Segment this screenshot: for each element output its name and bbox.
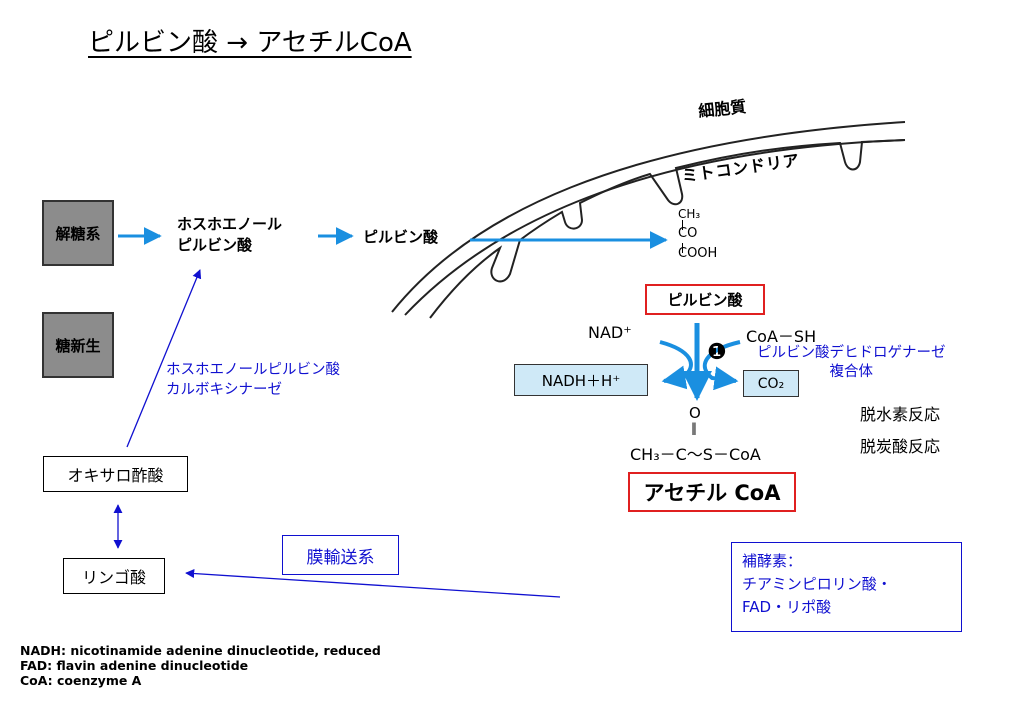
arrow-nad-to-nadh <box>659 340 693 390</box>
cofactor-line1: チアミンピロリン酸・ <box>742 575 892 593</box>
arrow-oxaloacetate-to-pep <box>126 269 202 448</box>
co2-box: CO₂ <box>743 370 799 397</box>
mitochondria-outer-membrane <box>404 139 906 316</box>
nad-label: NAD⁺ <box>588 323 632 342</box>
product-double-bond: ‖ <box>691 421 697 435</box>
definition-fad: FAD: flavin adenine dinucleotide <box>20 658 249 673</box>
decarboxylation-label: 脱炭酸反応 <box>860 437 941 456</box>
coash-label: CoA－SH <box>746 327 817 346</box>
abbreviation-definitions: NADH: nicotinamide adenine dinucleotide,… <box>20 643 381 688</box>
arrow-coash-to-co2 <box>702 340 741 391</box>
dehydrogenation-label: 脱水素反応 <box>860 405 941 424</box>
enzyme-label: ピルビン酸デヒドロゲナーゼ 複合体 <box>757 345 946 380</box>
page-title: ピルビン酸 → アセチルCoA <box>88 28 412 58</box>
definition-coa: CoA: coenzyme A <box>20 673 142 688</box>
pep-label: ホスホエノール ピルビン酸 <box>177 215 283 254</box>
step-number-badge: ❶ <box>707 340 727 365</box>
cell-membrane <box>391 121 906 313</box>
bond-line <box>682 220 683 230</box>
cofactor-heading: 補酵素： <box>742 552 803 570</box>
product-oxygen: O <box>689 404 701 422</box>
cytoplasm-label: 細胞質 <box>697 96 748 121</box>
nadh-box: NADH＋H⁺ <box>514 364 648 396</box>
malate-box: リンゴ酸 <box>63 558 165 594</box>
bond-line <box>682 243 683 253</box>
pyruvate-box: ピルビン酸 <box>645 284 765 315</box>
mitochondria-inner-membrane <box>429 139 906 319</box>
arrow-transport-to-malate <box>185 568 561 598</box>
gluconeogenesis-block: 糖新生 <box>42 312 114 378</box>
cofactor-line2: FAD・リポ酸 <box>742 598 832 616</box>
pyruvate-structure: CH₃ CO COOH <box>678 207 718 261</box>
pyruvate-cytoplasm-label: ピルビン酸 <box>363 228 439 246</box>
pepck-label: ホスホエノールピルビン酸 カルボキシナーゼ <box>166 362 340 398</box>
product-formula: CH₃－C～S－CoA <box>630 445 761 464</box>
gluconeogenesis-label: 糖新生 <box>55 336 101 355</box>
cofactor-box: 補酵素： チアミンピロリン酸・ FAD・リポ酸 <box>731 542 962 632</box>
glycolysis-label: 解糖系 <box>55 224 101 243</box>
membrane-transport-box: 膜輸送系 <box>282 535 399 575</box>
glycolysis-block: 解糖系 <box>42 200 114 266</box>
definition-nadh: NADH: nicotinamide adenine dinucleotide,… <box>20 643 381 658</box>
oxaloacetate-box: オキサロ酢酸 <box>43 456 188 492</box>
acetyl-coa-box: アセチル CoA <box>628 472 796 512</box>
